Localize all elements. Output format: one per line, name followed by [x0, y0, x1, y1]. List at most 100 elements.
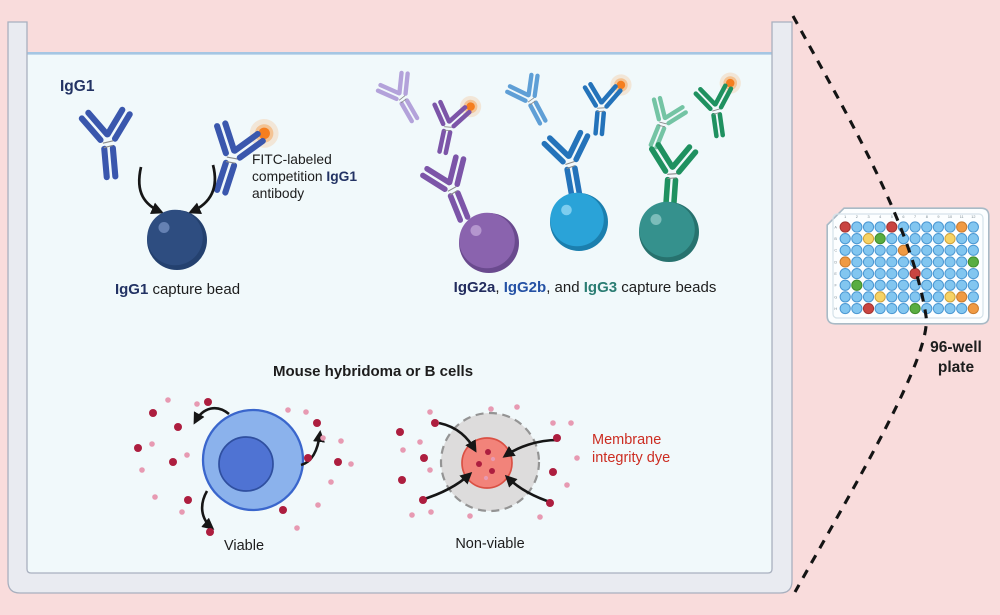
fitc-label-line2: competition — [252, 169, 327, 184]
well-H8 — [921, 302, 933, 315]
well-C1 — [839, 244, 851, 256]
binding-arrow-right — [188, 164, 217, 214]
igg2b-antibody-icon — [538, 126, 602, 203]
well-H12 — [967, 302, 979, 315]
well-E3 — [862, 268, 875, 280]
well-B2 — [851, 233, 863, 245]
igg2b-capture-bead-icon — [550, 192, 608, 251]
well-G2 — [851, 291, 863, 303]
well-D4 — [874, 256, 886, 268]
well-E2 — [851, 268, 863, 280]
svg-text:C: C — [834, 249, 837, 253]
light-blue-antibody-icon — [501, 68, 562, 134]
fitc-antibody-label: FITC-labeled competition IgG1 antibody — [252, 152, 358, 201]
well-E12 — [967, 268, 979, 280]
well-B5 — [886, 233, 898, 245]
igg1-antibody-icon — [76, 104, 141, 183]
well-E9 — [932, 268, 945, 280]
well-B8 — [921, 233, 933, 245]
well-B7 — [909, 233, 921, 245]
well-G8 — [921, 291, 933, 303]
binding-arrow-left — [137, 166, 164, 214]
svg-text:G: G — [834, 295, 837, 299]
well-A10 — [944, 221, 956, 233]
liquid — [27, 52, 772, 573]
well-C3 — [862, 244, 875, 256]
fitc-fluorophore-icon — [246, 115, 283, 152]
nonviable-label: Non-viable — [455, 536, 525, 552]
well-G11 — [956, 291, 968, 303]
membrane-dye-label: Membrane integrity dye — [592, 432, 671, 466]
well-A6 — [897, 221, 910, 233]
viable-cell-group — [134, 397, 354, 536]
svg-text:4: 4 — [879, 215, 881, 219]
well-G6 — [897, 291, 910, 303]
well-F5 — [886, 279, 898, 291]
well-H5 — [886, 302, 898, 315]
well-E6 — [897, 268, 910, 280]
well-D2 — [851, 256, 863, 268]
plate-label: 96-well plate — [930, 339, 982, 376]
well-D3 — [862, 256, 875, 268]
well-H7 — [909, 302, 921, 315]
fitc-label-line3: antibody — [252, 186, 305, 201]
viable-label: Viable — [223, 538, 265, 554]
well-C4 — [874, 244, 886, 256]
well-F8 — [921, 279, 933, 291]
well-E7 — [909, 268, 921, 280]
well-C7 — [909, 244, 921, 256]
well-F1 — [839, 279, 851, 291]
well-F9 — [932, 279, 945, 291]
well-B1 — [839, 233, 851, 245]
well-A3 — [862, 221, 875, 233]
well-A4 — [874, 221, 886, 233]
dye-efflux-arrow — [193, 406, 230, 425]
cuvette — [7, 21, 793, 594]
nonviable-cell-icon — [439, 411, 541, 513]
dye-influx-arrow — [504, 474, 554, 505]
well-H2 — [851, 302, 863, 315]
well-E1 — [839, 268, 851, 280]
well-C10 — [944, 244, 956, 256]
igg2a-antibody-icon — [415, 149, 490, 232]
svg-text:B: B — [834, 237, 837, 241]
svg-text:11: 11 — [960, 215, 964, 219]
well-D5 — [886, 256, 898, 268]
well-G7 — [909, 291, 921, 303]
well-H4 — [874, 302, 886, 315]
svg-text:9: 9 — [937, 215, 939, 219]
dye-influx-arrow — [438, 421, 477, 453]
well-D7 — [909, 256, 921, 268]
svg-text:1: 1 — [844, 215, 846, 219]
well-G1 — [839, 291, 851, 303]
well-G9 — [932, 291, 945, 303]
igg-capture-beads-group — [371, 65, 743, 273]
well-F7 — [909, 279, 921, 291]
viable-cell-icon — [201, 408, 305, 512]
well-D1 — [839, 256, 851, 268]
svg-text:8: 8 — [926, 215, 928, 219]
well-E11 — [956, 268, 968, 280]
well-C12 — [967, 244, 979, 256]
nonviable-cell-group — [396, 404, 580, 520]
well-A9 — [932, 221, 945, 233]
well-H6 — [897, 302, 910, 315]
well-F2 — [851, 279, 863, 291]
igg1-bead-caption: IgG1 capture bead — [114, 281, 241, 298]
well-F3 — [862, 279, 875, 291]
well-A8 — [921, 221, 933, 233]
igg3-antibody-icon — [643, 139, 701, 211]
well-C5 — [886, 244, 898, 256]
light-green-antibody-icon — [633, 91, 692, 157]
well-B4 — [874, 233, 886, 245]
well-A2 — [851, 221, 863, 233]
svg-text:7: 7 — [914, 215, 916, 219]
well-H10 — [944, 302, 956, 315]
dye-dots — [134, 397, 354, 536]
well-B6 — [897, 233, 910, 245]
well-D10 — [944, 256, 956, 268]
well-A12 — [967, 221, 979, 233]
well-A1 — [839, 221, 851, 233]
well-E4 — [874, 268, 886, 280]
